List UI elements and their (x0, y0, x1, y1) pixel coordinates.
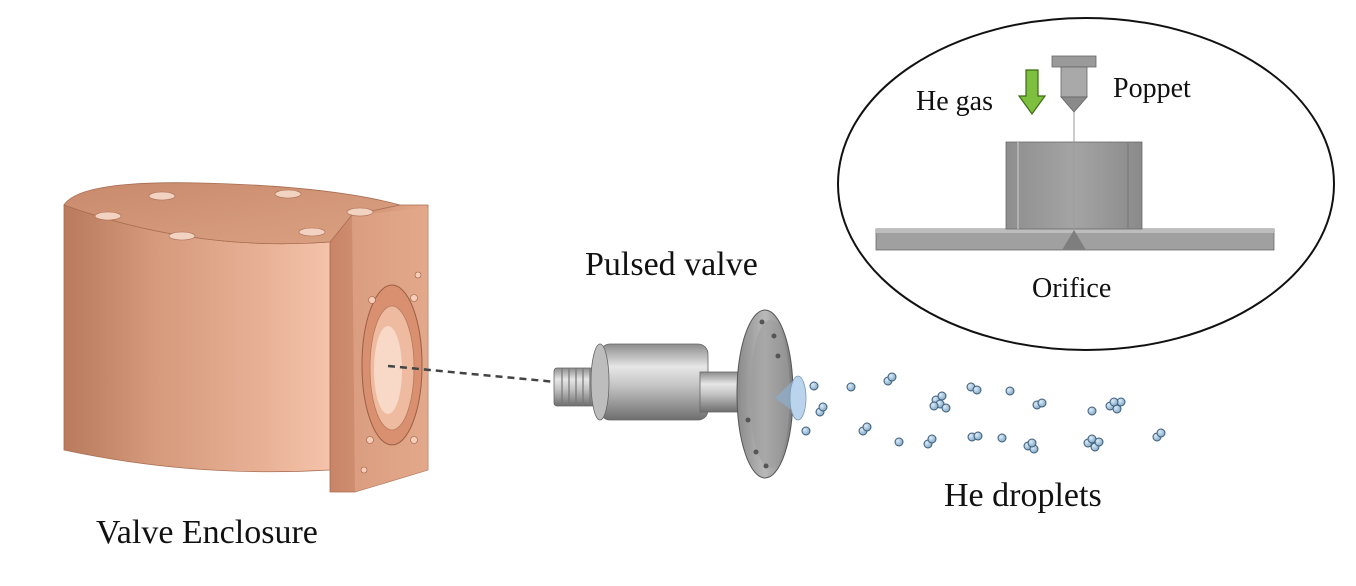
top-bolt-holes (94, 189, 374, 241)
flange-holes (745, 319, 781, 469)
pulsed-valve-drawing (553, 309, 807, 479)
orifice-cone (1062, 230, 1086, 250)
dashed-connector-line (387, 364, 557, 384)
label-valve-enclosure: Valve Enclosure (96, 514, 318, 551)
label-orifice: Orifice (1032, 273, 1111, 304)
label-he-droplets: He droplets (944, 477, 1102, 514)
he-droplets-drawing (801, 372, 1166, 454)
label-poppet: Poppet (1113, 73, 1191, 104)
poppet-drawing (1051, 55, 1097, 113)
side-bolt-holes (360, 271, 422, 474)
label-he-gas: He gas (916, 86, 993, 117)
inset-detail (837, 17, 1335, 351)
label-pulsed-valve: Pulsed valve (585, 246, 758, 283)
valve-enclosure-drawing (63, 182, 429, 493)
down-arrow-icon (1017, 69, 1047, 116)
